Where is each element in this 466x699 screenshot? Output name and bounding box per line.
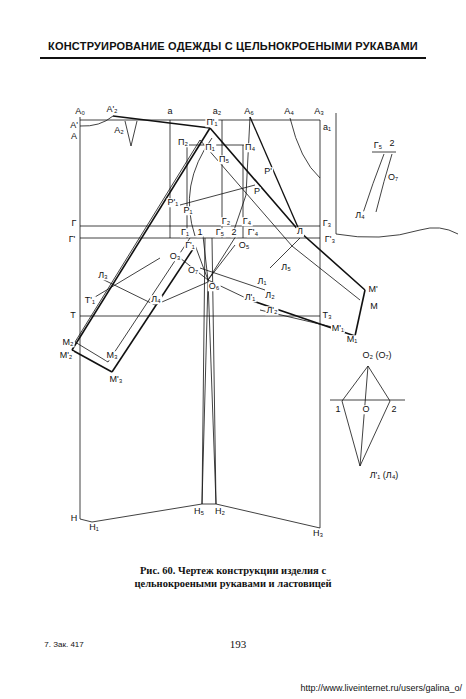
point-label: Н₃ bbox=[312, 529, 324, 538]
point-label: Т bbox=[69, 311, 77, 320]
point-label: М'₃ bbox=[109, 375, 124, 384]
point-label: О₂ (О₇) bbox=[361, 351, 392, 360]
point-label: А₆ bbox=[243, 107, 255, 116]
point-label: А'₂ bbox=[105, 105, 118, 114]
point-label: Л₄ bbox=[150, 295, 162, 304]
point-label: О bbox=[361, 405, 370, 414]
point-label: а₂ bbox=[212, 107, 223, 116]
point-label: О₇ bbox=[387, 173, 399, 182]
running-header: КОНСТРУИРОВАНИЕ ОДЕЖДЫ С ЦЕЛЬНОКРОЕНЫМИ … bbox=[48, 40, 418, 52]
point-label: Г bbox=[71, 219, 78, 228]
point-label: Л₄ bbox=[354, 211, 366, 220]
point-label: 2 bbox=[230, 228, 237, 237]
point-label: Г'₄ bbox=[247, 228, 259, 237]
point-label: Т₃ bbox=[321, 311, 332, 320]
point-label: 2 bbox=[388, 139, 395, 148]
point-label: М₃ bbox=[105, 351, 118, 360]
point-label: Г₃ bbox=[322, 219, 333, 228]
page-number: 193 bbox=[229, 639, 248, 651]
point-label: 1 bbox=[334, 405, 341, 414]
point-label: П₁ bbox=[204, 143, 216, 152]
point-label: 2 bbox=[390, 405, 397, 414]
point-label: М'₁ bbox=[331, 324, 345, 333]
figure-caption: Рис. 60. Чертеж конструкции изделия с це… bbox=[103, 564, 363, 590]
watermark: http://www.liveinternet.ru/users/galina_… bbox=[299, 684, 463, 693]
point-label: Т'₁ bbox=[84, 296, 96, 305]
point-label: Г'₃ bbox=[324, 235, 336, 244]
point-label: Л₁ bbox=[257, 277, 268, 286]
point-label: Л'₁ (Л₄) bbox=[369, 471, 400, 480]
point-label: О₆ bbox=[208, 282, 221, 291]
point-label: А₄ bbox=[283, 107, 295, 116]
point-label: а₁ bbox=[322, 123, 332, 132]
point-label: А₀ bbox=[74, 107, 86, 116]
point-label: Л'₂ bbox=[265, 306, 278, 315]
point-label: Г₂ bbox=[221, 217, 231, 226]
point-label: Н₁ bbox=[88, 523, 100, 532]
point-label: а bbox=[166, 107, 173, 116]
point-label: П₄ bbox=[244, 143, 256, 152]
point-label: Л'₁ bbox=[244, 293, 257, 302]
point-label: Л₅ bbox=[280, 263, 292, 272]
point-label: Р₁ bbox=[182, 206, 193, 215]
point-label: А' bbox=[69, 121, 79, 130]
point-label: О₅ bbox=[238, 241, 251, 250]
point-label: Г₅ bbox=[215, 228, 226, 237]
point-label: П₅ bbox=[218, 155, 230, 164]
point-label: О₇ bbox=[187, 266, 199, 275]
point-label: А₂ bbox=[113, 126, 125, 135]
point-label: М bbox=[369, 302, 379, 311]
point-label: Л₂ bbox=[264, 291, 275, 300]
point-label: Р' bbox=[263, 167, 273, 176]
print-order: 7. Зак. 417 bbox=[43, 641, 84, 649]
point-label: М' bbox=[367, 285, 378, 294]
point-label: Г' bbox=[68, 235, 77, 244]
point-label: М₂ bbox=[62, 338, 75, 347]
point-label: 1 bbox=[196, 228, 203, 237]
point-label: Н bbox=[70, 514, 79, 523]
point-label: П₂ bbox=[177, 138, 189, 147]
point-label: Л bbox=[296, 227, 304, 236]
point-label: Г₅ bbox=[373, 141, 384, 150]
point-label: П'₁ bbox=[205, 118, 218, 127]
point-label: Г₁ bbox=[180, 228, 190, 237]
point-label: Г₄ bbox=[242, 217, 253, 226]
point-label: Н₅ bbox=[193, 507, 205, 516]
point-label: М₁ bbox=[346, 335, 359, 344]
point-label: Н₂ bbox=[214, 507, 226, 516]
point-label: М'₂ bbox=[59, 351, 74, 360]
point-label: Р'₁ bbox=[167, 198, 180, 207]
point-label: О₃ bbox=[169, 252, 182, 261]
point-label: Л₃ bbox=[97, 271, 109, 280]
point-label: А₃ bbox=[313, 107, 325, 116]
point-label: Г'₁ bbox=[184, 241, 196, 250]
point-label: А bbox=[70, 132, 78, 141]
point-label: Р bbox=[253, 187, 261, 196]
